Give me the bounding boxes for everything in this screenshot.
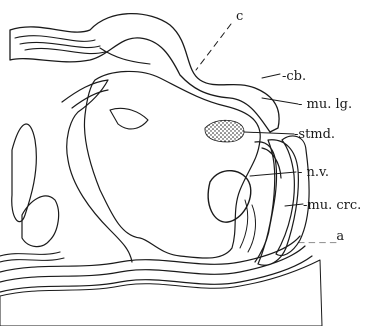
leader-mu-lg	[262, 98, 298, 104]
left-membrane-folds	[12, 80, 148, 262]
leader-c	[196, 24, 231, 70]
label-cb: -cb.	[282, 69, 306, 84]
label-a: _ _ _ _a	[298, 229, 344, 244]
leader-cb	[262, 74, 280, 78]
label-stmd: -stmd.	[294, 127, 335, 142]
label-nv: - n.v.	[298, 165, 329, 180]
leader-stmd	[244, 132, 294, 134]
nerve-vessel-oval	[208, 171, 251, 222]
leader-mu-crc	[285, 204, 303, 206]
label-mu-crc: -mu. crc.	[303, 198, 361, 213]
label-c: c	[236, 9, 243, 24]
label-mu-lg: - mu. lg.	[298, 97, 352, 112]
leader-nv	[250, 172, 296, 176]
labels: c -cb. - mu. lg. -stmd. - n.v. -mu. crc.…	[236, 9, 361, 244]
dark-patch	[205, 120, 244, 142]
